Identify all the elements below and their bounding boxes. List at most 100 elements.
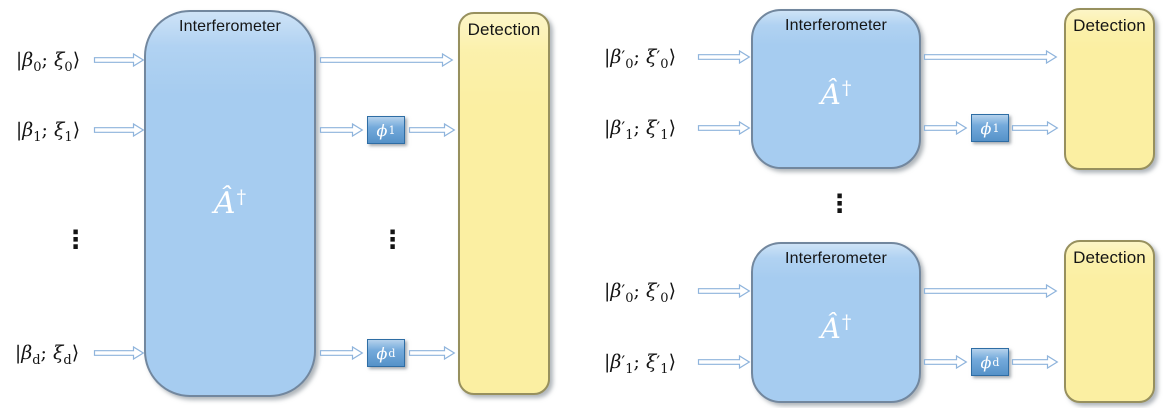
beta-subscript: 0 xyxy=(625,56,634,72)
phi-symbol: ϕ xyxy=(980,352,992,372)
beta-symbol: β xyxy=(22,49,34,71)
operator-symbol: Â xyxy=(213,186,236,221)
dagger-symbol: † xyxy=(841,310,852,333)
detection-box: Detection xyxy=(1064,240,1155,403)
operator-symbol: Â xyxy=(820,78,841,111)
xi-subscript: 1 xyxy=(64,129,73,145)
ket-open: | xyxy=(604,46,611,68)
xi-symbol: ξ xyxy=(53,49,65,71)
interferometer-title: Interferometer xyxy=(179,18,281,35)
xi-symbol: ξ xyxy=(52,342,64,364)
ket-open: | xyxy=(604,117,611,139)
semicolon: ; xyxy=(41,119,48,141)
xi-symbol: ξ xyxy=(645,351,657,373)
xi-subscript: 0 xyxy=(660,56,669,72)
detection-box: Detection xyxy=(458,12,550,395)
vertical-ellipsis: ⋮ xyxy=(827,189,852,218)
phi-subscript: d xyxy=(992,355,1000,369)
prime-mark: ′ xyxy=(621,282,626,302)
ket-close: ⟩ xyxy=(668,280,676,302)
prime-mark: ′ xyxy=(621,353,626,373)
ket-open: | xyxy=(604,351,611,373)
flow-arrow xyxy=(923,120,968,136)
prime-mark: ′ xyxy=(656,48,661,68)
flow-arrow xyxy=(1011,354,1059,370)
interferometer-box: Interferometer Â† xyxy=(751,242,921,403)
beta-subscript: 0 xyxy=(625,290,634,306)
ket-open: | xyxy=(15,119,23,141)
phi-symbol: ϕ xyxy=(376,120,388,140)
beta-symbol: β xyxy=(22,119,34,141)
vertical-ellipsis: ⋮ xyxy=(380,225,405,254)
flow-arrow xyxy=(319,122,364,138)
xi-symbol: ξ xyxy=(53,119,65,141)
xi-subscript: 1 xyxy=(660,361,669,377)
beta-symbol: β xyxy=(610,117,622,139)
prime-mark: ′ xyxy=(656,119,661,139)
operator-a-dagger: Â† xyxy=(753,11,919,167)
ket-open: | xyxy=(15,49,23,71)
flow-arrow xyxy=(923,354,968,370)
interferometer-title: Interferometer xyxy=(785,250,887,267)
prime-mark: ′ xyxy=(621,48,626,68)
input-state-label: |β′1;ξ′1⟩ xyxy=(592,348,688,377)
beta-symbol: β xyxy=(21,342,33,364)
detection-title: Detection xyxy=(467,20,541,39)
flow-arrow xyxy=(697,283,751,299)
semicolon: ; xyxy=(41,49,48,71)
dagger-symbol: † xyxy=(841,77,852,99)
beta-subscript: d xyxy=(32,352,41,368)
xi-symbol: ξ xyxy=(645,46,657,68)
flow-arrow xyxy=(923,283,1058,299)
semicolon: ; xyxy=(633,280,640,302)
flow-arrow xyxy=(93,345,145,361)
flow-arrow xyxy=(923,49,1058,65)
beta-symbol: β xyxy=(610,46,622,68)
input-state-label: |β′0;ξ′0⟩ xyxy=(592,43,688,72)
detection-title: Detection xyxy=(1073,248,1146,267)
xi-subscript: 1 xyxy=(660,127,669,143)
ket-close: ⟩ xyxy=(71,342,80,364)
flow-arrow xyxy=(408,122,456,138)
flow-arrow xyxy=(408,345,456,361)
xi-symbol: ξ xyxy=(645,117,657,139)
ket-close: ⟩ xyxy=(668,351,676,373)
input-state-label: |β′1;ξ′1⟩ xyxy=(592,114,688,143)
vertical-ellipsis: ⋮ xyxy=(63,225,88,254)
flow-arrow xyxy=(697,120,751,136)
input-state-label: |βd;ξd⟩ xyxy=(2,339,92,368)
flow-arrow xyxy=(319,52,454,68)
ket-open: | xyxy=(14,342,22,364)
phi-symbol: ϕ xyxy=(376,343,388,363)
flow-arrow xyxy=(697,354,751,370)
operator-symbol: Â xyxy=(820,311,841,345)
prime-mark: ′ xyxy=(656,282,661,302)
xi-symbol: ξ xyxy=(645,280,657,302)
beta-symbol: β xyxy=(610,280,622,302)
xi-subscript: 0 xyxy=(660,290,669,306)
input-state-label: |β′0;ξ′0⟩ xyxy=(592,277,688,306)
interferometer-box: Interferometer Â† xyxy=(751,9,921,169)
semicolon: ; xyxy=(633,117,640,139)
operator-a-dagger: Â† xyxy=(146,12,314,395)
beta-subscript: 1 xyxy=(33,129,42,145)
semicolon: ; xyxy=(40,342,47,364)
phi-subscript: d xyxy=(388,346,396,360)
flow-arrow xyxy=(93,122,145,138)
ket-close: ⟩ xyxy=(72,119,81,141)
dagger-symbol: † xyxy=(236,186,247,208)
xi-subscript: 0 xyxy=(64,59,73,75)
beta-subscript: 1 xyxy=(625,127,634,143)
detection-box: Detection xyxy=(1064,8,1155,170)
xi-subscript: d xyxy=(63,352,72,368)
interferometer-title: Interferometer xyxy=(785,17,887,34)
semicolon: ; xyxy=(633,46,640,68)
ket-close: ⟩ xyxy=(668,46,676,68)
input-state-label: |β1;ξ1⟩ xyxy=(4,116,92,145)
prime-mark: ′ xyxy=(621,119,626,139)
